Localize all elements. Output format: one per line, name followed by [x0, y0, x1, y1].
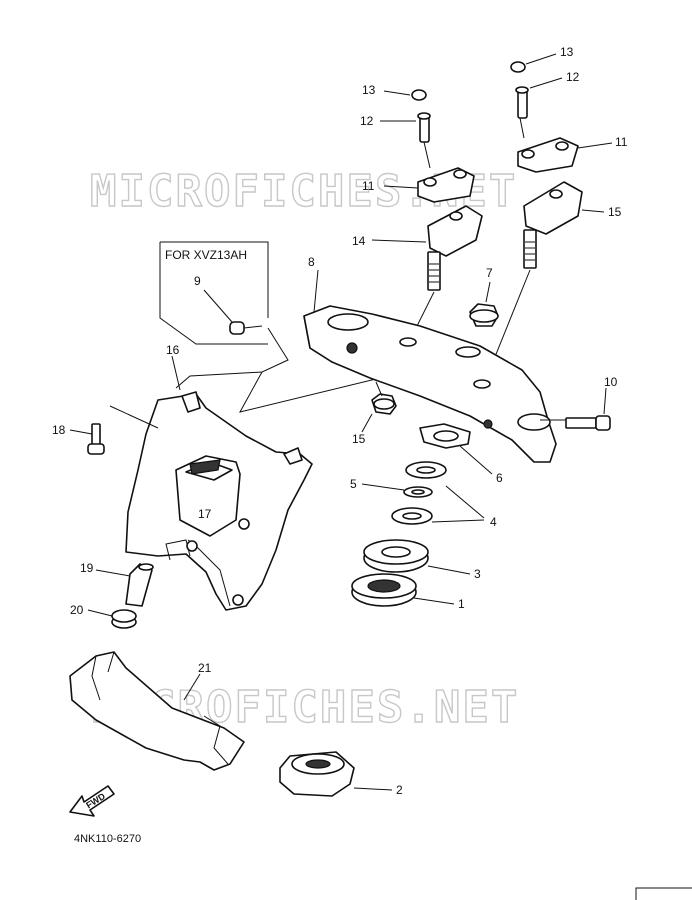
callout-4: 4	[490, 515, 497, 529]
callout-7: 7	[486, 266, 493, 280]
part-3-bearing: 3	[363, 539, 481, 581]
callout-1: 1	[458, 597, 465, 611]
callout-18: 18	[52, 423, 66, 437]
right-riser-stack: 13 12 11 15	[483, 45, 628, 385]
part-20-ring: 20	[70, 603, 137, 629]
callout-12-right: 12	[566, 70, 580, 84]
left-riser-stack: 13 12 11 14	[352, 83, 483, 341]
callout-14-right: 15	[608, 205, 622, 219]
callout-21: 21	[198, 661, 212, 675]
connector-zigzag	[175, 327, 381, 413]
part-2-bearing: 2	[279, 751, 403, 797]
part-10-bolt: 10	[540, 375, 618, 431]
variant-label: FOR XVZ13AH	[165, 248, 247, 262]
part-5-washer: 5	[350, 477, 433, 498]
part-6-washer: 6	[419, 423, 503, 485]
corner-frame	[635, 887, 692, 900]
callout-6: 6	[496, 471, 503, 485]
callout-8: 8	[308, 255, 315, 269]
callout-10: 10	[604, 375, 618, 389]
callout-16: 16	[166, 343, 180, 357]
part-18-bolt: 18	[52, 405, 159, 455]
part-9-cap	[229, 321, 263, 335]
callout-17: 17	[198, 507, 212, 521]
callout-20: 20	[70, 603, 84, 617]
callout-2: 2	[396, 783, 403, 797]
callout-11-right: 11	[615, 135, 628, 149]
part-15-nut: 15	[352, 381, 397, 446]
part-4-ring-nuts: 4	[391, 461, 497, 529]
callout-11-left: 11	[362, 179, 375, 193]
callout-13-right: 13	[560, 45, 574, 59]
part-21-cover: 21	[69, 651, 245, 771]
variant-box: FOR XVZ13AH 9	[159, 241, 269, 345]
callout-15: 15	[352, 432, 366, 446]
part-1-bearing: 1	[351, 573, 465, 611]
callout-5: 5	[350, 477, 357, 491]
part-8-upper-bracket: 8	[303, 255, 557, 463]
fwd-arrow-icon: FWD	[69, 785, 115, 817]
callout-13-left: 13	[362, 83, 376, 97]
callout-3: 3	[474, 567, 481, 581]
callout-19: 19	[80, 561, 94, 575]
callout-14-left: 14	[352, 234, 366, 248]
part-7-nut: 7	[469, 266, 499, 327]
part-16-lower-bracket: 16 17	[125, 343, 313, 611]
callout-12-left: 12	[360, 114, 374, 128]
callout-9: 9	[194, 274, 201, 288]
part-19-collar: 19	[80, 561, 154, 607]
drawing-code: 4NK110-6270	[74, 833, 141, 845]
